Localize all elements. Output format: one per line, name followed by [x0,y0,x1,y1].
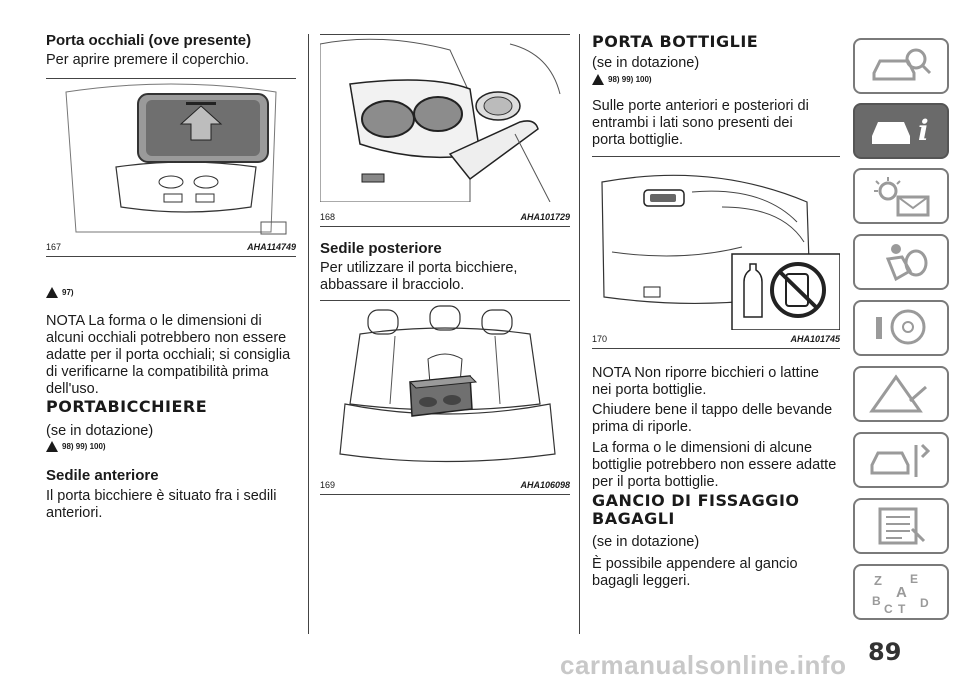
warning-lights-icon [874,177,930,217]
divider [46,78,296,79]
figure-number: 168 [320,212,336,222]
warning-triangle-icon [592,74,604,85]
figure-number: 169 [320,480,336,490]
figure-167-caption: 167 AHA114749 [46,242,296,252]
tab-emergency[interactable] [853,366,949,422]
divider [46,256,296,257]
paragraph-bracciolo: Per utilizzare il porta bicchiere, abbas… [320,260,518,293]
figure-code: AHA101745 [790,334,840,344]
figure-170-caption: 170 AHA101745 [592,334,840,344]
heading-portabicchiere: PORTABICCHIERE [46,397,208,416]
column-divider [579,34,580,634]
front-cupholder-illustration [319,34,570,203]
index-letter: B [872,594,881,608]
paragraph-forma: La forma o le dimensioni di alcune botti… [592,440,837,490]
heading-gancio-fissaggio: GANCIO DI FISSAGGIO BAGAGLI [592,491,800,528]
paragraph-gancio: È possibile appendere al gancio bagagli … [592,556,798,589]
index-letter: C [884,602,893,615]
tab-airbag[interactable] [853,234,949,290]
tab-car-info[interactable]: i [853,103,949,159]
tab-car-search[interactable] [853,38,949,94]
page-number: 89 [868,638,902,666]
warning-reference: 98) 99) 100) [592,74,652,85]
index-letter: E [910,572,918,586]
figure-code: AHA101729 [520,212,570,222]
heading-sedile-anteriore: Sedile anteriore [46,467,159,484]
paragraph-sedile-anteriore: Il porta bicchiere è situato fra i sedil… [46,488,277,521]
warning-triangle-icon [46,287,58,298]
note-glasses: NOTA La forma o le dimensioni di alcuni … [46,313,291,397]
steering-wheel-icon [876,309,926,345]
paragraph-aprire: Per aprire premere il coperchio. [46,52,250,68]
car-info-icon: i [872,114,929,147]
index-letter: A [896,584,907,601]
airbag-steering-icon [885,244,928,282]
figure-170 [592,162,841,331]
car-search-icon [872,48,932,81]
divider [320,494,570,495]
warning-reference: 97) [46,287,74,298]
figure-number: 167 [46,242,62,252]
door-bottle-holder-illustration [601,174,841,331]
alphabet-index-icon: Z E A B C T D [872,572,929,615]
index-letter: T [898,602,906,615]
divider [592,156,840,157]
figure-169-caption: 169 AHA106098 [320,480,570,490]
glasses-holder-illustration [65,83,287,235]
figure-code: AHA106098 [520,480,570,490]
paragraph-dotazione: (se in dotazione) [592,534,700,550]
warning-reference: 98) 99) 100) [46,441,106,452]
column-divider [308,34,309,634]
tab-warning-lights[interactable] [853,168,949,224]
tab-index[interactable]: Z E A B C T D [853,564,949,620]
heading-porta-occhiali: Porta occhiali (ove presente) [46,32,252,49]
tab-steering[interactable] [853,300,949,356]
divider [320,300,570,301]
figure-167 [46,82,296,240]
warning-triangle-icon [46,441,58,452]
document-list-icon [878,507,926,545]
divider [320,226,570,227]
paragraph-dotazione: (se in dotazione) [592,55,700,71]
watermark: carmanualsonline.info [560,650,847,680]
paragraph-dotazione: (se in dotazione) [46,423,154,439]
figure-168-caption: 168 AHA101729 [320,212,570,222]
rear-seat-cupholder-illustration [339,305,556,463]
figure-168 [319,34,570,203]
figure-169 [320,304,570,469]
svg-text:i: i [918,114,929,147]
tab-maintenance[interactable] [853,432,949,488]
divider [592,348,840,349]
paragraph-tappo: Chiudere bene il tappo delle bevande pri… [592,402,833,435]
figure-number: 170 [592,334,608,344]
heading-porta-bottiglie: PORTA BOTTIGLIE [592,32,759,51]
tab-technical-data[interactable] [853,498,949,554]
index-letter: Z [874,573,882,588]
warning-triangle-icon [869,374,927,413]
figure-code: AHA114749 [247,242,296,252]
note-bottiglie: NOTA Non riporre bicchieri o lattine nei… [592,365,819,398]
paragraph-porte: Sulle porte anteriori e posteriori di en… [592,98,809,148]
index-letter: D [920,596,929,610]
car-tools-icon [870,443,931,477]
heading-sedile-posteriore: Sedile posteriore [320,240,442,257]
